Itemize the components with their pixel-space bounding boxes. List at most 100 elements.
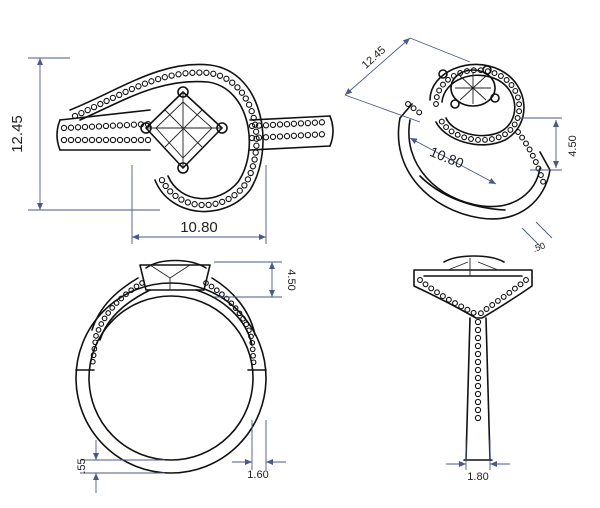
pave-stone (489, 302, 496, 308)
pave-stone (540, 178, 547, 185)
pave-stone (223, 295, 230, 302)
pave-stone (102, 122, 110, 130)
pave-stone (474, 366, 482, 374)
pave-stone (95, 327, 102, 333)
pave-stone (213, 287, 220, 294)
pave-stone (290, 120, 298, 127)
pave-stone (507, 126, 514, 133)
pave-stone (482, 136, 488, 143)
pave-stone (167, 188, 174, 195)
pave-stone (523, 140, 529, 147)
top-height-label: 12.45 (9, 115, 26, 153)
pave-stone (196, 69, 203, 76)
persp-length-label: 12.45 (360, 44, 388, 71)
pave-stone (445, 76, 451, 83)
pave-stone (515, 129, 521, 135)
persp-band-dim: .50 (521, 221, 553, 254)
pave-stone (81, 123, 89, 131)
pave-stone (255, 122, 263, 129)
pave-stone (283, 121, 291, 128)
pave-stone (219, 291, 225, 298)
pave-stone (474, 414, 482, 422)
pave-stone (88, 136, 96, 144)
front-thickness-label: .55 (76, 458, 88, 473)
pave-stone (443, 124, 450, 131)
pave-stone (242, 95, 249, 102)
pave-stone (500, 293, 507, 300)
pave-stone (475, 136, 481, 143)
pave-stone (231, 192, 238, 199)
pave-stone (148, 78, 155, 85)
pave-stone (251, 156, 258, 163)
pave-stone (128, 85, 136, 93)
pave-stone (458, 303, 465, 310)
persp-band-label: .50 (531, 240, 546, 254)
pave-stone (248, 333, 254, 340)
pave-stone (225, 195, 232, 203)
pave-stone (468, 136, 474, 142)
pave-stone (88, 123, 96, 130)
pave-stone (474, 358, 482, 366)
pave-stone (236, 187, 243, 194)
pave-stone (526, 146, 533, 153)
pave-stone (92, 339, 99, 346)
pave-stone (436, 87, 443, 94)
pave-stone (175, 71, 182, 78)
pave-stone (474, 334, 482, 342)
pave-stone (484, 68, 491, 75)
pave-stone (244, 176, 252, 183)
pave-stone (144, 120, 152, 128)
pave-stone (463, 68, 470, 75)
pave-stone (247, 169, 254, 177)
pave-stone (318, 131, 326, 138)
pave-stone (78, 109, 85, 117)
pave-stone (474, 326, 482, 334)
side-bandwidth-dim: 1.80 (446, 440, 510, 483)
pave-stone (116, 136, 124, 144)
pave-stone (304, 131, 312, 139)
pave-stone (535, 165, 542, 172)
pave-stone (249, 346, 256, 353)
pave-stone (506, 289, 513, 296)
pave-stone (474, 390, 482, 398)
pave-stone (189, 69, 196, 76)
pave-stone (433, 94, 440, 101)
pave-stone (428, 285, 435, 292)
pave-stone (252, 128, 260, 135)
pave-stone (212, 200, 219, 207)
pave-stone (123, 136, 131, 144)
pave-stone (511, 121, 518, 128)
pave-stone (162, 182, 169, 190)
pave-stone (144, 136, 152, 144)
pave-stone (283, 133, 291, 140)
pave-stone (178, 196, 185, 203)
pave-stone (532, 159, 539, 165)
front-head-dim: 4.50 (214, 261, 297, 298)
pave-stone (74, 136, 82, 144)
pave-stone (448, 128, 455, 135)
pave-stone (470, 67, 477, 74)
pave-stone (60, 124, 68, 132)
pave-stone (297, 132, 305, 139)
pave-stone (137, 121, 145, 128)
pave-stone (483, 306, 490, 312)
pave-stone (118, 295, 125, 302)
pave-stone (154, 75, 162, 83)
pave-stone (109, 136, 117, 144)
pave-stone (433, 101, 439, 107)
pave-stone (137, 136, 145, 144)
persp-height-label: 4.50 (567, 135, 579, 156)
pave-stone (122, 88, 129, 96)
pave-stone (488, 136, 495, 143)
pave-stone (457, 70, 464, 76)
pave-stone (454, 131, 461, 138)
pave-stone (477, 310, 484, 317)
pave-stone (234, 84, 241, 91)
pave-stone (450, 72, 457, 79)
pave-stone (311, 131, 319, 138)
pave-stone (470, 309, 477, 316)
pave-stone (512, 87, 519, 94)
pave-stone (74, 124, 82, 131)
pave-stone (158, 176, 166, 184)
perspective-view: 12.45 10.80 4.50 .50 (344, 37, 579, 254)
